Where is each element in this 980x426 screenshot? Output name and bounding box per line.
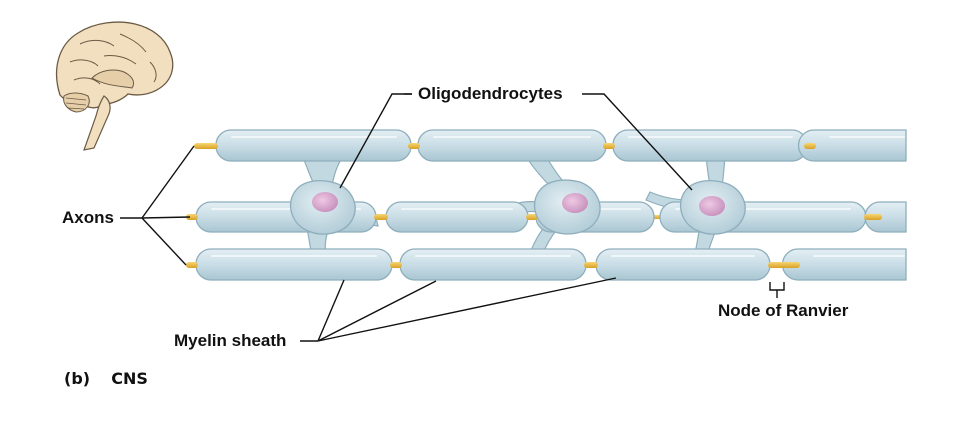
axons-label: Axons <box>62 208 114 227</box>
node-gaps <box>186 143 882 268</box>
panel-name: CNS <box>111 369 148 388</box>
myelin-sheath-leader-lines <box>300 277 617 342</box>
myelin-sheath-label: Myelin sheath <box>174 331 287 350</box>
oligodendrocytes-leader-lines <box>339 93 693 191</box>
oligodendrocytes-label: Oligodendrocytes <box>418 84 563 103</box>
axons-leader-lines <box>120 145 195 266</box>
panel-letter: (b) <box>64 369 91 388</box>
node-of-ranvier-label: Node of Ranvier <box>718 301 849 320</box>
panel-caption: (b) CNS <box>64 371 148 387</box>
brain-icon <box>56 21 174 151</box>
sheath-highlights <box>211 136 905 257</box>
cell-nuclei <box>312 192 725 216</box>
node-of-ranvier-bracket <box>769 282 785 298</box>
